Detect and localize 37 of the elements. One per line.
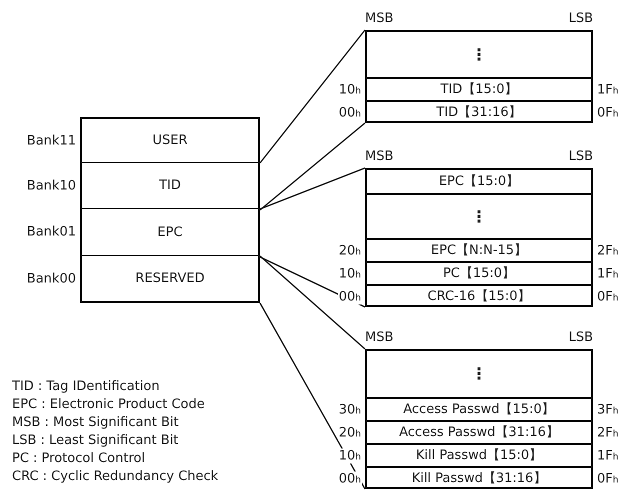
abbreviation-note: PC : Protocol Control xyxy=(12,452,146,465)
bit-order-label: LSB xyxy=(568,150,593,163)
register-label: Access Passwd【31:16】 xyxy=(399,426,559,439)
zoom-line xyxy=(260,256,366,350)
abbreviation-note: CRC : Cyclic Redundancy Check xyxy=(12,470,218,483)
zoom-line xyxy=(260,167,366,210)
register-label: Kill Passwd【31:16】 xyxy=(412,472,546,485)
bank-number: Bank00 xyxy=(26,272,76,285)
register-label: EPC【15:0】 xyxy=(438,175,520,188)
register-label: CRC-16【15:0】 xyxy=(428,290,530,303)
bank-name: USER xyxy=(152,134,188,147)
abbreviation-note: LSB : Least Significant Bit xyxy=(12,434,178,447)
abbreviation-note: EPC : Electronic Product Code xyxy=(12,398,205,411)
zoom-line xyxy=(259,30,366,164)
abbreviation-note: TID : Tag IDentification xyxy=(12,380,160,393)
bank-name: EPC xyxy=(157,226,183,238)
bit-order-label: MSB xyxy=(365,331,394,344)
bank-number: Bank10 xyxy=(26,179,76,192)
abbreviation-note: MSB : Most Significant Bit xyxy=(12,416,179,429)
bank-name: RESERVED xyxy=(135,272,205,285)
register-label: PC【15:0】 xyxy=(442,267,516,280)
bank-number: Bank11 xyxy=(26,134,76,147)
register-label: TID【15:0】 xyxy=(440,83,518,96)
register-label: EPC【N:N-15】 xyxy=(430,244,528,257)
register-label: TID【31:16】 xyxy=(436,106,522,119)
ellipsis: ⋮ xyxy=(471,208,487,224)
bank-name: TID xyxy=(159,179,181,192)
ellipsis: ⋮ xyxy=(471,46,487,62)
bank-number: Bank01 xyxy=(26,226,76,238)
zoom-line xyxy=(260,122,366,210)
ellipsis: ⋮ xyxy=(471,366,487,382)
bit-order-label: LSB xyxy=(568,12,593,25)
bit-order-label: MSB xyxy=(365,150,394,163)
register-label: Access Passwd【15:0】 xyxy=(403,403,555,416)
register-label: Kill Passwd【15:0】 xyxy=(416,449,542,462)
bit-order-label: MSB xyxy=(365,12,394,25)
bit-order-label: LSB xyxy=(568,331,593,344)
